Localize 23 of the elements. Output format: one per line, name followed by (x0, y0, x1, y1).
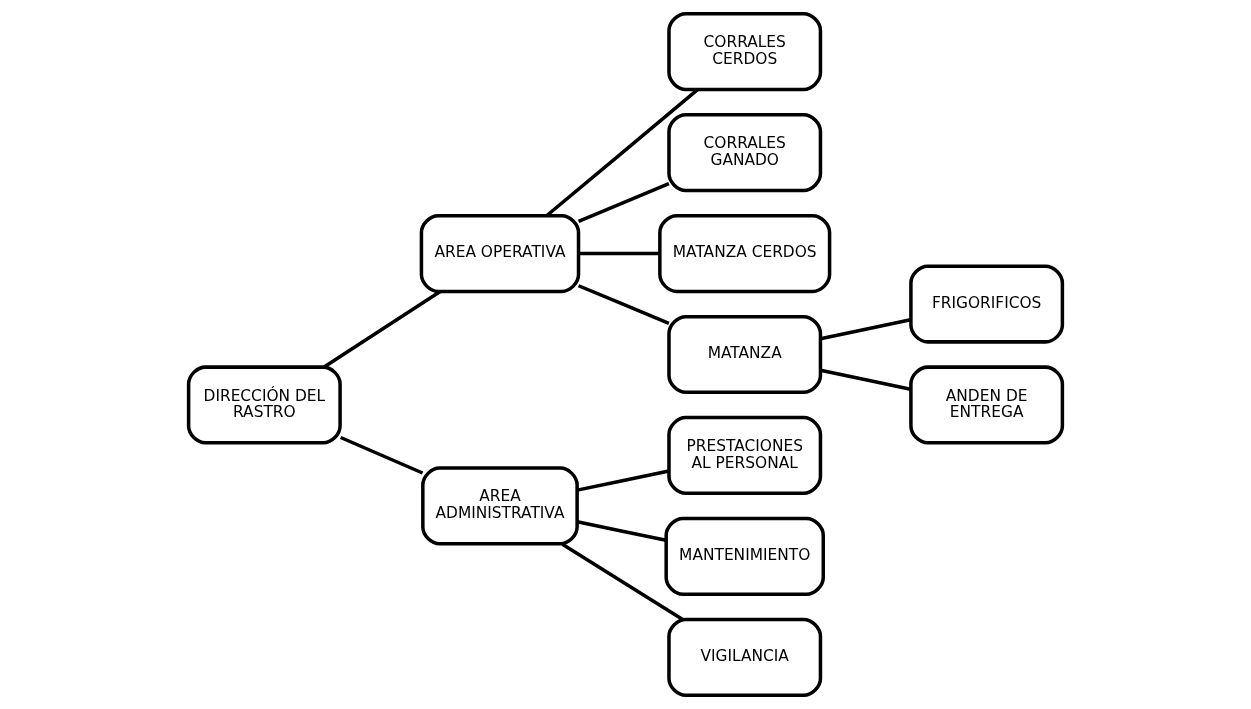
node-box: DIRECCIÓN DEL RASTRO (186, 365, 342, 445)
connector (820, 318, 911, 341)
node-box: MANTENIMIENTO (664, 516, 825, 597)
node-box: ANDEN DE ENTREGA (909, 365, 1065, 445)
connector (577, 182, 670, 223)
connector (323, 290, 442, 369)
connector (561, 542, 684, 621)
connector (577, 284, 670, 326)
node-box: AREA OPERATIVA (419, 213, 581, 294)
node-box: AREA ADMINISTRATIVA (421, 466, 579, 546)
connector (820, 368, 911, 391)
connector (340, 435, 424, 475)
connector (576, 520, 667, 543)
node-box: PRESTACIONES AL PERSONAL (667, 415, 823, 496)
node-box: CORRALES GANADO (667, 112, 823, 193)
node-box: VIGILANCIA (667, 617, 823, 698)
node-box: CORRALES CERDOS (667, 11, 823, 92)
node-box: MATANZA CERDOS (658, 213, 832, 294)
connector (545, 88, 699, 217)
connector (578, 251, 660, 256)
connector (576, 469, 670, 492)
node-box: FRIGORIFICOS (909, 264, 1065, 344)
node-box: MATANZA (667, 314, 823, 395)
